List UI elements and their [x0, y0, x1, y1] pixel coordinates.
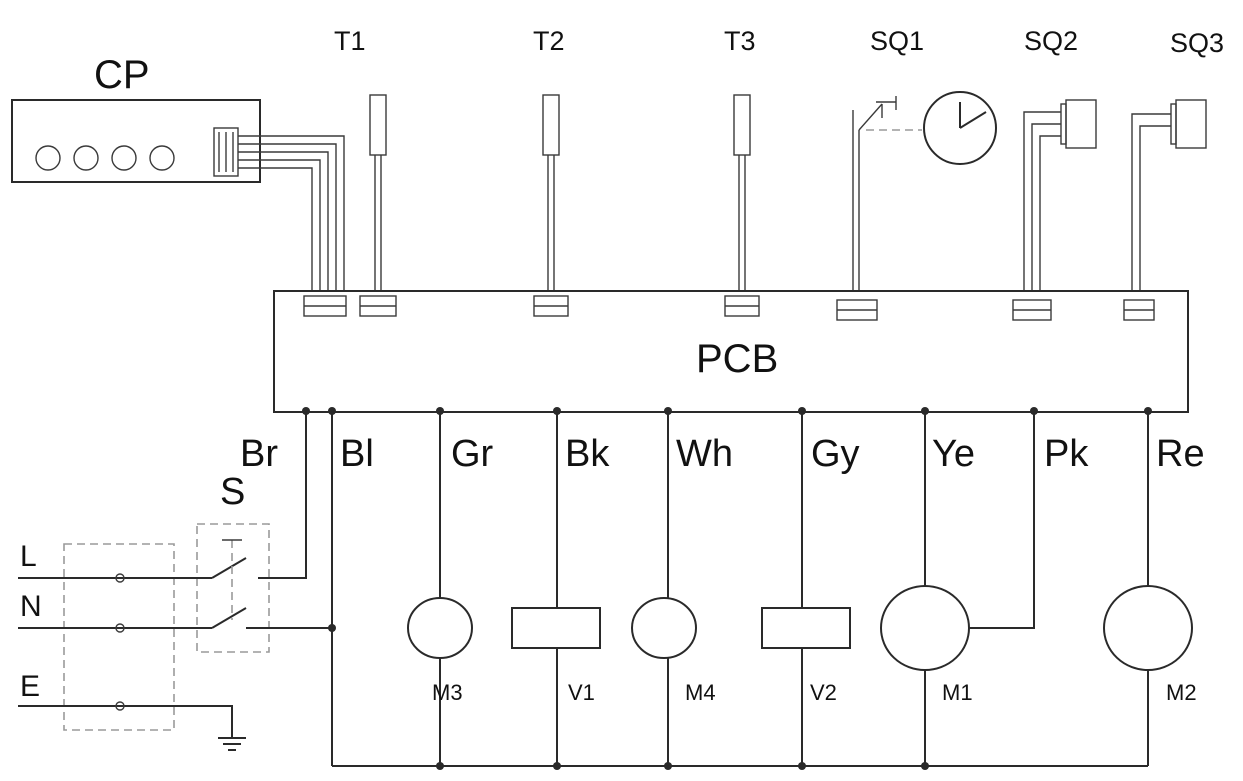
main-switch — [196, 523, 332, 653]
supply-label-l: L — [20, 540, 37, 573]
pcb-label: PCB — [696, 337, 778, 381]
load-label-m1: M1 — [942, 680, 973, 705]
wire-label-br: Br — [240, 433, 278, 475]
sensor-t3 — [733, 94, 751, 296]
sensor-t1 — [369, 94, 387, 296]
wire-label-gr: Gr — [451, 433, 494, 475]
load-label-m3: M3 — [432, 680, 463, 705]
power-supply-terminal — [18, 543, 246, 751]
supply-label-e: E — [20, 670, 40, 703]
pcb-board — [273, 290, 1189, 413]
label-t2: T2 — [533, 26, 565, 56]
wire-label-pk: Pk — [1044, 433, 1089, 475]
wire-label-bk: Bk — [565, 433, 610, 475]
pcb-connectors — [303, 295, 1155, 321]
control-panel-label: CP — [94, 53, 150, 97]
load-label-m2: M2 — [1166, 680, 1197, 705]
supply-label-n: N — [20, 590, 42, 623]
wire-label-re: Re — [1156, 433, 1205, 475]
switch-sq2 — [1023, 99, 1097, 296]
pressure-switch-sq1 — [852, 91, 997, 296]
output-wiring — [258, 407, 1193, 770]
switch-label: S — [220, 471, 245, 513]
wire-label-bl: Bl — [340, 433, 374, 475]
label-sq1: SQ1 — [870, 26, 924, 56]
wire-label-ye: Ye — [932, 433, 975, 475]
load-label-v1: V1 — [568, 680, 595, 705]
load-label-m4: M4 — [685, 680, 716, 705]
control-panel-cable — [238, 135, 345, 296]
wire-label-gy: Gy — [811, 433, 860, 475]
sensor-t2 — [542, 94, 560, 296]
label-sq3: SQ3 — [1170, 28, 1224, 58]
load-label-v2: V2 — [810, 680, 837, 705]
wire-label-wh: Wh — [676, 433, 733, 475]
switch-sq3 — [1131, 99, 1207, 296]
label-sq2: SQ2 — [1024, 26, 1078, 56]
control-panel — [11, 99, 261, 183]
label-t3: T3 — [724, 26, 756, 56]
label-t1: T1 — [334, 26, 366, 56]
